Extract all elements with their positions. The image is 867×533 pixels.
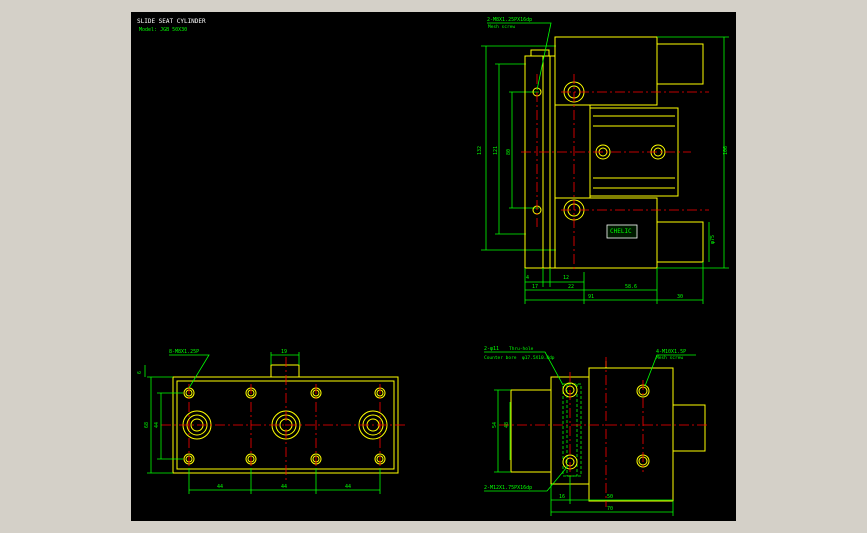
drawing-canvas[interactable]: SLIDE SEAT CYLINDER Model: JGB 50X30 132…: [131, 12, 736, 521]
dim-44-vertical: 44: [154, 422, 160, 428]
note-2-phi11: 2-φ11: [484, 346, 499, 352]
dim-54: 54: [492, 422, 498, 428]
note-thru-hole: Thru-hole: [509, 346, 534, 352]
dim-132: 132: [477, 146, 483, 155]
dim-30: 30: [677, 294, 683, 300]
tap-label-4m10-sub: Mesh screw: [656, 355, 683, 361]
dim-44-c: 44: [345, 484, 351, 490]
dim-6: 6: [137, 371, 143, 374]
dim-16: 16: [559, 494, 565, 500]
dim-4: 4: [526, 275, 529, 281]
tap-label-top-sub: Mesh screw: [488, 24, 515, 30]
drawing-title: SLIDE SEAT CYLINDER: [137, 18, 206, 25]
tap-label-4m10: 4-M10X1.5P: [656, 349, 686, 355]
note-counter-bore: Counter bore: [484, 355, 517, 361]
dim-106: 106: [723, 146, 729, 155]
dim-58-6: 58.6: [625, 284, 637, 290]
dim-48: 48: [504, 422, 510, 428]
dim-22: 22: [568, 284, 574, 290]
dim-80: 80: [506, 149, 512, 155]
dim-121: 121: [493, 146, 499, 155]
cad-drawing: SLIDE SEAT CYLINDER Model: JGB 50X30 132…: [137, 17, 729, 516]
note-counter-bore-size: φ17.5X10.8dp: [522, 355, 555, 361]
tap-label-8m8: 8-M8X1.25P: [169, 349, 199, 355]
dim-44-a: 44: [217, 484, 223, 490]
dim-12: 12: [563, 275, 569, 281]
bottom-left-view: 8-M8X1.25P 19 6 68 44 44 44 44: [137, 349, 406, 494]
dim-68: 68: [144, 422, 150, 428]
model-label: Model: JGB 50X30: [139, 27, 187, 33]
brand-label: CHELIC: [610, 228, 632, 235]
dim-17: 17: [532, 284, 538, 290]
dim-91: 91: [588, 294, 594, 300]
tap-label-top: 2-M8X1.25PX16dp: [487, 17, 532, 23]
tap-label-2m12: 2-M12X1.75PX16dp: [484, 485, 532, 491]
dim-44-b: 44: [281, 484, 287, 490]
side-view: 132 121 80 CHELIC: [477, 17, 729, 304]
dim-70: 70: [607, 506, 613, 512]
dim-phi75: φ75: [710, 235, 716, 244]
dim-50: 50: [607, 494, 613, 500]
dim-19: 19: [281, 349, 287, 355]
bottom-right-view: 2-φ11 Thru-hole Counter bore φ17.5X10.8d…: [484, 346, 709, 516]
